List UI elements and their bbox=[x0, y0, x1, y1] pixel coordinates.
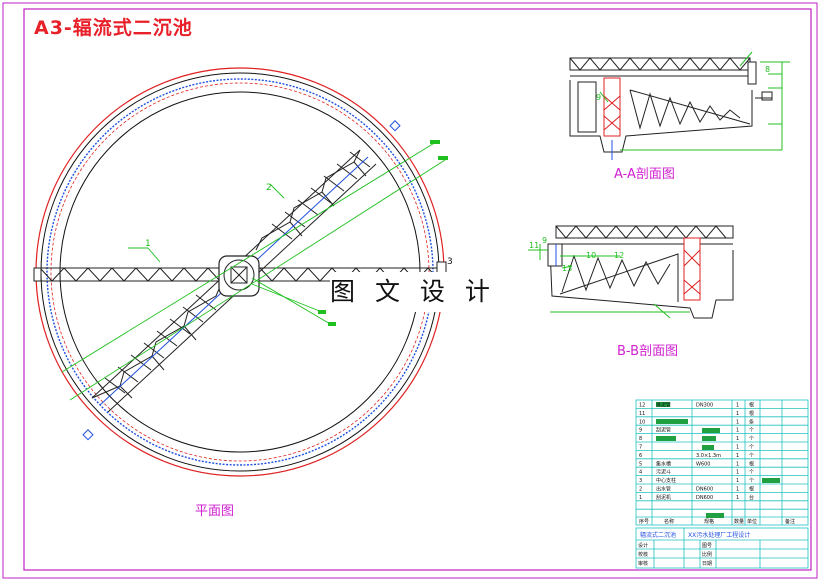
center-cross-b bbox=[230, 266, 248, 284]
table-cell-unit: 台 bbox=[749, 494, 754, 501]
title-block-label: 日期 bbox=[702, 561, 712, 567]
table-cell-unit: 个 bbox=[749, 470, 754, 476]
table-cell-no: 9 bbox=[639, 428, 642, 434]
table-cell-qty: 1 bbox=[736, 487, 739, 493]
center-column-ring bbox=[223, 259, 255, 291]
table-header-cell: 规格 bbox=[704, 518, 714, 525]
table-header-cell: 数量 bbox=[734, 518, 744, 525]
bb-callout-12: 12 bbox=[614, 251, 624, 260]
table-cell-name: 排泥管 bbox=[656, 402, 671, 409]
table-fill-marks bbox=[656, 402, 780, 518]
center-column-core bbox=[230, 266, 248, 284]
table-cell-no: 1 bbox=[639, 495, 642, 501]
table-cell-name: 刮泥机 bbox=[656, 494, 671, 501]
table-cell-name: 污泥斗 bbox=[656, 469, 671, 476]
table-cell-no: 6 bbox=[639, 453, 642, 459]
table-cell-spec: 3.0×1.3m bbox=[696, 453, 721, 459]
drawing-title: A3-辐流式二沉池 bbox=[34, 17, 193, 39]
table-cell-unit: 个 bbox=[749, 445, 754, 451]
pipe-tag-low-a bbox=[328, 322, 336, 326]
table-cell-qty: 1 bbox=[736, 436, 739, 442]
table-cell-name: 出水管 bbox=[656, 486, 671, 493]
table-cell-spec: DN300 bbox=[696, 403, 713, 409]
table-cell-no: 7 bbox=[639, 445, 642, 451]
section-bb-view bbox=[528, 225, 734, 319]
table-cell-no: 10 bbox=[639, 419, 645, 425]
table-cell-qty: 1 bbox=[736, 403, 739, 409]
table-cell-name: 刮泥管 bbox=[656, 427, 671, 434]
table-header-cell: 备注 bbox=[785, 518, 795, 525]
title-block-drawing-name: 辐流式二沉池 bbox=[640, 531, 676, 539]
plan-dimension-lines bbox=[61, 141, 446, 401]
table-cell-qty: 1 bbox=[736, 445, 739, 451]
title-block-label: 图号 bbox=[702, 543, 712, 549]
table-cell-unit: 根 bbox=[749, 410, 754, 417]
table-cell-qty: 1 bbox=[736, 419, 739, 425]
bb-callout-11: 11 bbox=[529, 241, 539, 250]
bridge-end-left bbox=[33, 267, 42, 282]
table-cell-unit: 根 bbox=[749, 460, 754, 467]
table-cell-unit: 根 bbox=[749, 402, 754, 409]
plan-callout-3: 3 bbox=[447, 257, 453, 267]
watermark-text: 图 文 设 计 bbox=[330, 272, 495, 312]
pipe-tag-top bbox=[430, 140, 440, 144]
table-cell-no: 11 bbox=[639, 411, 645, 417]
table-cell-qty: 1 bbox=[736, 461, 739, 467]
title-block-label: 比例 bbox=[702, 551, 712, 558]
table-cell-spec: W600 bbox=[696, 461, 711, 467]
outlet-nozzle-bottom bbox=[82, 429, 94, 441]
table-cell-name: 集水槽 bbox=[656, 460, 671, 467]
table-cell-unit: 条 bbox=[749, 418, 754, 425]
table-cell-spec: DN600 bbox=[696, 487, 713, 493]
table-cell-no: 12 bbox=[639, 403, 645, 409]
table-cell-qty: 1 bbox=[736, 411, 739, 417]
aa-callout-8: 8 bbox=[765, 65, 770, 74]
table-cell-unit: 个 bbox=[749, 478, 754, 484]
table-cell-no: 3 bbox=[639, 478, 642, 484]
aa-callout-9: 9 bbox=[596, 93, 601, 102]
title-block-label: 校核 bbox=[638, 551, 648, 558]
section-aa-caption: A-A剖面图 bbox=[614, 167, 675, 182]
title-block-label: 审核 bbox=[638, 560, 648, 567]
table-cell-unit: 个 bbox=[749, 436, 754, 442]
table-cell-no: 4 bbox=[639, 470, 642, 476]
table-cell-unit: 个 bbox=[749, 428, 754, 434]
plan-view-caption: 平面图 bbox=[195, 504, 235, 519]
title-block-label: 设计 bbox=[638, 542, 648, 549]
table-cell-unit: 根 bbox=[749, 486, 754, 493]
title-block-project: XX污水处理厂工程设计 bbox=[688, 531, 750, 539]
table-cell-no: 8 bbox=[639, 436, 642, 442]
table-header-cell: 单位 bbox=[747, 518, 757, 525]
table-cell-no: 2 bbox=[639, 487, 642, 493]
plan-callout-1: 1 bbox=[145, 239, 151, 249]
pipe-tag-low-b bbox=[318, 310, 326, 314]
bb-callout-10: 10 bbox=[586, 251, 596, 260]
table-cell-qty: 1 bbox=[736, 453, 739, 459]
bb-callout-9: 9 bbox=[542, 236, 547, 245]
table-header-cell: 名称 bbox=[664, 518, 674, 525]
table-cell-no: 5 bbox=[639, 461, 642, 467]
table-header-cell: 序号 bbox=[639, 518, 649, 525]
table-cell-qty: 1 bbox=[736, 495, 739, 501]
outlet-nozzle-top bbox=[389, 120, 401, 132]
table-cell-unit: 个 bbox=[749, 453, 754, 459]
table-header: 序号 名称 规格 数量单位 备注 bbox=[639, 518, 795, 525]
table-cell-qty: 1 bbox=[736, 478, 739, 484]
section-bb-caption: B-B剖面图 bbox=[617, 344, 679, 359]
bb-callout-13: 13 bbox=[562, 264, 572, 273]
pipe-tag-mid bbox=[438, 156, 448, 160]
section-aa-view bbox=[569, 51, 790, 160]
table-cell-qty: 1 bbox=[736, 470, 739, 476]
table-cell-spec: DN600 bbox=[696, 495, 713, 501]
table-cell-qty: 1 bbox=[736, 428, 739, 434]
inner-frame bbox=[23, 8, 812, 571]
plan-callout-2: 2 bbox=[266, 183, 272, 193]
table-cell-name: 中心支柱 bbox=[656, 477, 676, 484]
